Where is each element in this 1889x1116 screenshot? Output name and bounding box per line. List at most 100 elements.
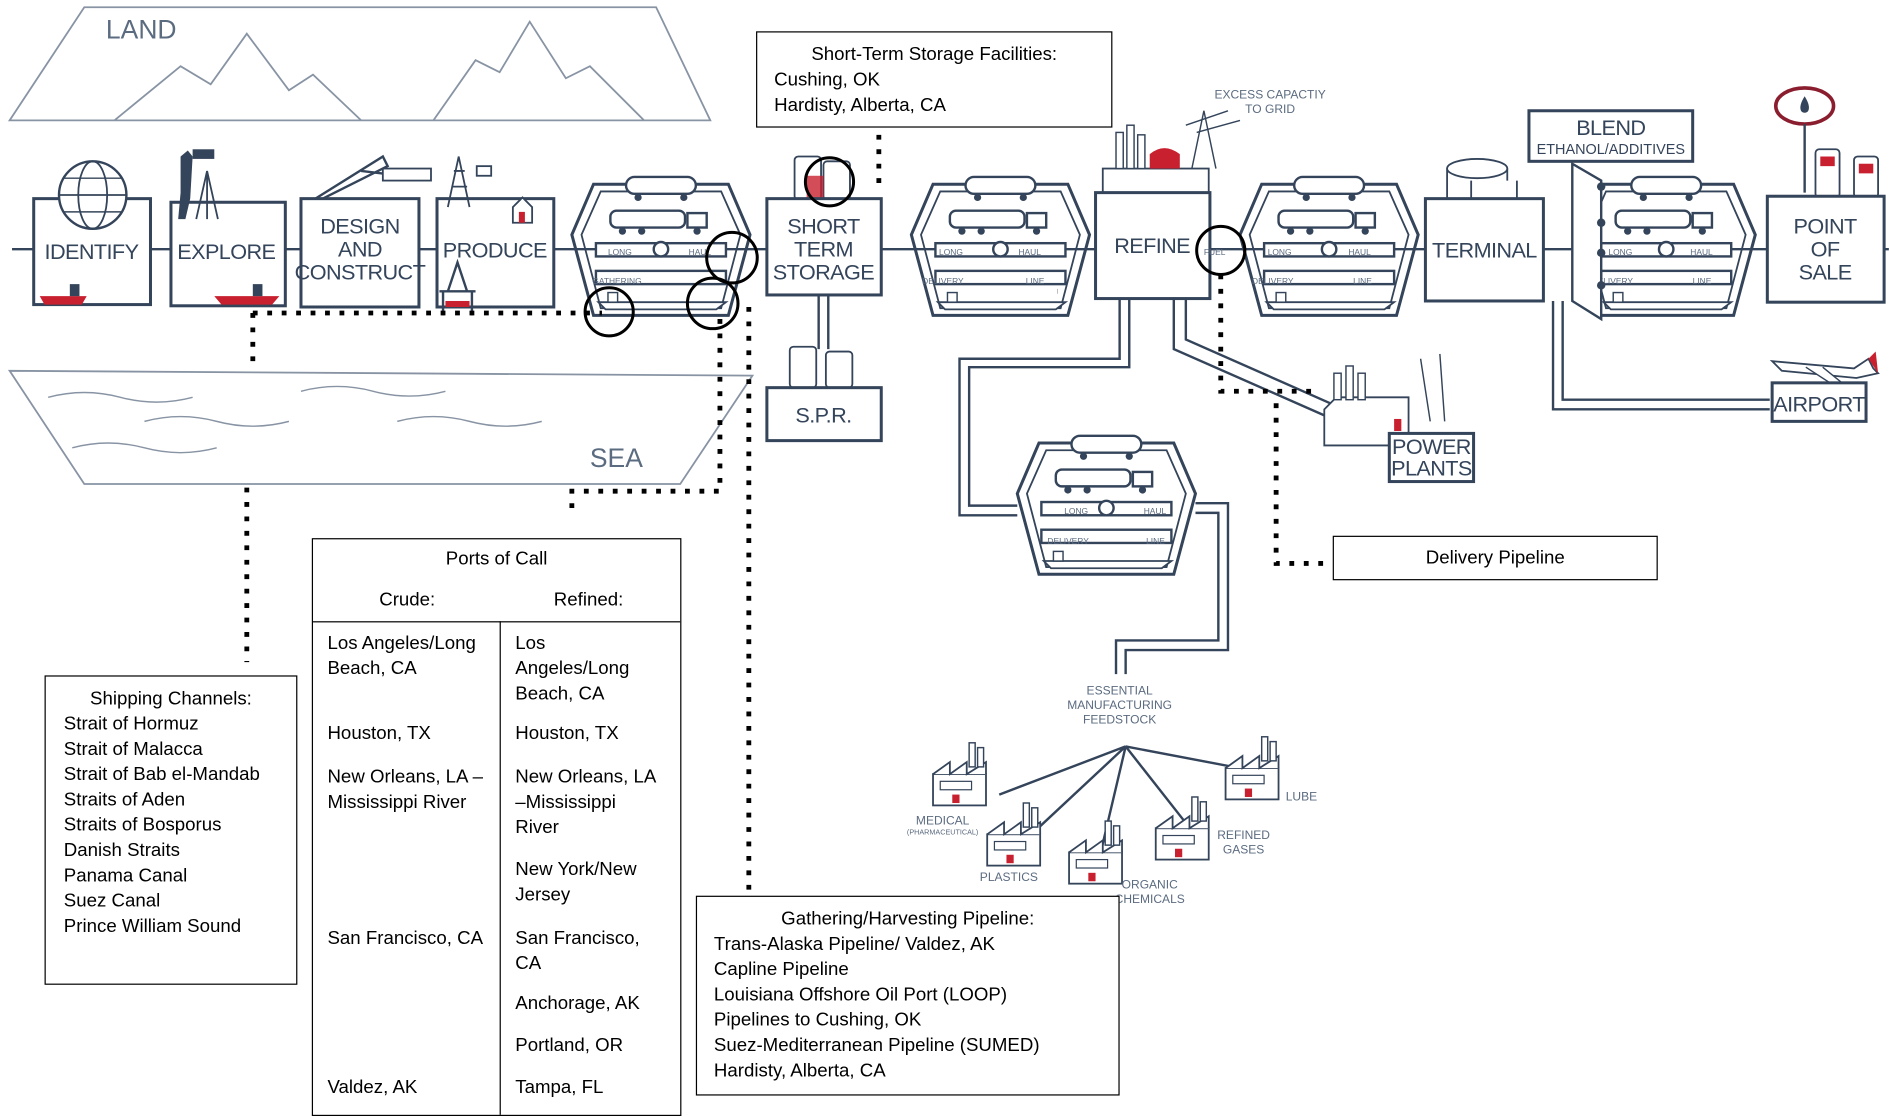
identify-box <box>32 197 152 307</box>
transport-bundle-feedstock <box>1015 434 1197 576</box>
power-plants-label-2: PLANTS <box>1391 456 1472 481</box>
power-line-icon <box>1185 110 1241 169</box>
refined-port: New Orleans, LA <box>515 766 657 788</box>
house-icon <box>511 196 534 224</box>
shipping-channel-item: Panama Canal <box>63 865 188 887</box>
refined-port: Beach, CA <box>515 683 605 705</box>
terminal-box <box>1423 197 1545 303</box>
gathering-pipeline-item: Pipelines to Cushing, OK <box>713 1010 922 1031</box>
transport-bundle-upstream <box>570 175 752 317</box>
shipping-channel-item: Strait of Malacca <box>63 739 203 760</box>
factory-icon-organic <box>1068 820 1123 885</box>
long-label-4: LONG <box>1608 247 1632 257</box>
refined-port: Tampa, FL <box>515 1077 604 1098</box>
gathering-pipeline-item: Hardisty, Alberta, CA <box>713 1060 886 1082</box>
line-label-5: LINE <box>1146 536 1165 546</box>
airport-box <box>1770 381 1868 423</box>
refined-port: Jersey <box>515 884 571 906</box>
highlight-circles <box>583 156 1247 338</box>
short-term-label-3: STORAGE <box>773 259 874 284</box>
oil-derrick-icon <box>446 156 493 208</box>
sea-region <box>7 369 755 485</box>
storage-facility-item: Hardisty, Alberta, CA <box>774 95 946 116</box>
gathering-pipeline-box: Gathering/Harvesting Pipeline: Trans-Ala… <box>695 895 1120 1096</box>
point-of-sale-box <box>1765 194 1886 304</box>
shipping-channel-item: Strait of Hormuz <box>63 713 199 735</box>
power-plants-box <box>1387 431 1476 484</box>
feedstock-pipeline <box>958 298 1131 517</box>
pos-label-2: OF <box>1811 236 1840 261</box>
delivery-label-3: DELIVERY <box>1252 276 1294 286</box>
table-divider <box>499 621 501 1115</box>
gathering-pipeline-title: Gathering/Harvesting Pipeline: <box>781 908 1035 930</box>
excess-capacity-label-2: TO GRID <box>1245 102 1295 116</box>
factory-icon-gases <box>1154 796 1210 861</box>
refined-port: River <box>515 817 559 838</box>
long-label-1: LONG <box>608 247 632 257</box>
delivery-pipeline-box: Delivery Pipeline <box>1332 535 1658 581</box>
callout-dots <box>244 134 1331 897</box>
excess-capacity-label-1: EXCESS CAPACTIY <box>1214 88 1325 102</box>
line-label-3: LINE <box>1353 276 1372 286</box>
shipping-channel-item: Strait of Bab el-Mandab <box>63 764 260 785</box>
haul-label-1: HAUL <box>689 247 712 257</box>
delivery-pipeline-title: Delivery Pipeline <box>1425 547 1565 569</box>
refined-port: Portland, OR <box>515 1035 624 1056</box>
refined-port: CA <box>515 953 542 974</box>
haul-label-4: HAUL <box>1690 247 1713 257</box>
shipping-channels-box: Shipping Channels: Strait of Hormuz Stra… <box>44 675 298 985</box>
power-plant-pipeline <box>1172 298 1331 417</box>
crude-port: Beach, CA <box>327 658 417 679</box>
terminal-label: TERMINAL <box>1432 238 1537 263</box>
blend-label-2: ETHANOL/ADDITIVES <box>1537 142 1685 158</box>
transport-bundle-retail <box>1575 175 1757 317</box>
refined-port: –Mississippi <box>515 792 616 813</box>
surveyor-icon <box>178 149 219 220</box>
storage-tank-icon <box>793 155 851 201</box>
feedstock-fan <box>998 745 1253 850</box>
globe-icon <box>57 160 128 230</box>
barrel-icon <box>788 345 854 389</box>
long-label-3: LONG <box>1268 247 1292 257</box>
gathering-pipeline-item: Louisiana Offshore Oil Port (LOOP) <box>713 984 1008 1006</box>
crude-port: Los Angeles/Long <box>327 633 476 654</box>
ship-icon <box>214 284 280 305</box>
crane-icon <box>314 154 432 200</box>
refine-box <box>1094 191 1212 301</box>
fuel-label: FUEL <box>1204 247 1226 257</box>
table-divider <box>313 621 681 623</box>
gases-label-1: REFINED <box>1217 828 1270 842</box>
shipping-channel-item: Suez Canal <box>63 890 161 912</box>
spr-connector <box>817 294 830 350</box>
transport-bundle-midstream <box>909 175 1092 317</box>
storage-facilities-title: Short-Term Storage Facilities: <box>811 44 1058 66</box>
airport-pipeline <box>1551 300 1770 411</box>
explore-label: EXPLORE <box>177 239 275 264</box>
shipping-channel-item: Danish Straits <box>63 840 180 861</box>
pos-label-3: SALE <box>1799 259 1852 284</box>
medical-label-1: MEDICAL <box>916 814 970 828</box>
refined-port: Los <box>515 633 546 654</box>
short-term-label-1: SHORT <box>787 214 860 239</box>
storage-facility-item: Cushing, OK <box>774 69 880 91</box>
refined-port: Houston, TX <box>515 723 619 745</box>
feedstock-title-3: FEEDSTOCK <box>1083 713 1156 727</box>
gases-label-2: GASES <box>1223 843 1264 857</box>
design-label-3: CONSTRUCT <box>295 259 426 284</box>
power-plant-icon <box>1323 353 1446 447</box>
haul-label-3: HAUL <box>1348 247 1371 257</box>
crude-port: New Orleans, LA – <box>327 766 484 788</box>
factory-icon-lube <box>1224 735 1280 801</box>
feedstock-title-1: ESSENTIAL <box>1087 684 1153 698</box>
organic-label-2: CHEMICALS <box>1115 892 1185 906</box>
drop-icon <box>1773 86 1836 193</box>
long-label-5: LONG <box>1064 506 1088 516</box>
shipping-channel-item: Straits of Bosporus <box>63 815 222 836</box>
crude-header: Crude: <box>379 589 436 611</box>
sea-label: SEA <box>590 443 643 473</box>
ports-title: Ports of Call <box>445 548 548 570</box>
delivery-label-4: DELIVERY <box>1592 276 1634 286</box>
factory-icon-medical <box>932 741 987 807</box>
shipping-channel-item: Straits of Aden <box>63 789 186 811</box>
